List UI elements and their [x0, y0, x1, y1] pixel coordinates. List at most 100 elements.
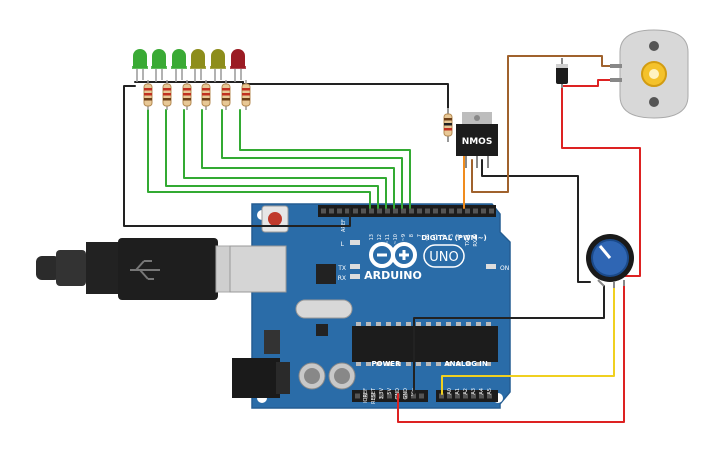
voltage-regulator	[264, 330, 280, 354]
wire-gnd-leds	[123, 85, 351, 227]
wire-nmos-source	[481, 159, 591, 283]
header-pin-hole[interactable]	[447, 393, 452, 399]
header-pin-hole[interactable]	[371, 393, 376, 399]
header-pin-hole[interactable]	[363, 393, 368, 399]
header-pin-hole[interactable]	[441, 208, 446, 214]
pin-label: 2	[457, 234, 463, 237]
chip-pin	[396, 322, 401, 326]
resistor	[221, 80, 231, 110]
resistor	[241, 80, 251, 110]
chip-pin	[436, 362, 441, 366]
chip-pin	[456, 362, 461, 366]
header-pin-hole[interactable]	[403, 393, 408, 399]
header-pin-hole[interactable]	[455, 393, 460, 399]
nmos-transistor	[456, 112, 498, 168]
header-pin-hole[interactable]	[425, 208, 430, 214]
chip-pin	[356, 362, 361, 366]
pin-label: RESET	[371, 387, 377, 404]
header-pin-hole[interactable]	[457, 208, 462, 214]
header-pin-hole[interactable]	[345, 208, 350, 214]
header-pin-hole[interactable]	[393, 208, 398, 214]
rx-label: RX	[338, 275, 346, 282]
wire-analog	[441, 287, 615, 395]
pin-label: 4	[441, 234, 447, 237]
pin-label: A0	[447, 388, 453, 395]
potentiometer[interactable]	[586, 234, 634, 288]
header-pin-hole[interactable]	[411, 393, 416, 399]
pin-label: TX▸1	[465, 234, 471, 247]
header-pin-hole[interactable]	[369, 208, 374, 214]
resistor	[201, 80, 211, 110]
chip-pin	[356, 322, 361, 326]
led	[171, 49, 187, 82]
pin-label: A4	[479, 388, 485, 395]
header-pin-hole[interactable]	[355, 393, 360, 399]
header-pin-hole[interactable]	[449, 208, 454, 214]
header-pin-hole[interactable]	[353, 208, 358, 214]
pin-label: ~5	[433, 234, 439, 241]
pin-label: A1	[455, 388, 461, 395]
on-label: ON	[500, 265, 509, 272]
pin-label: IOREF	[363, 388, 369, 403]
header-pin-hole[interactable]	[337, 208, 342, 214]
l-label: L	[341, 241, 345, 248]
header-pin-hole[interactable]	[385, 208, 390, 214]
led	[190, 49, 206, 82]
chip-pin	[386, 362, 391, 366]
pin-label: 13	[369, 234, 375, 240]
header-pin-hole[interactable]	[473, 208, 478, 214]
led	[151, 49, 167, 82]
chip-pin	[366, 362, 371, 366]
chip-pin	[426, 322, 431, 326]
dc-motor	[610, 29, 689, 119]
chip-pin	[376, 362, 381, 366]
header-pin-hole[interactable]	[401, 208, 406, 214]
chip-pin	[446, 322, 451, 326]
pin-label: 3.3V	[379, 387, 385, 399]
header-pin-hole[interactable]	[329, 208, 334, 214]
header-pin-hole[interactable]	[361, 208, 366, 214]
wire-led-2	[165, 109, 379, 209]
wire-led-6	[239, 109, 411, 209]
header-pin-hole[interactable]	[377, 208, 382, 214]
wire-motor-brown	[471, 55, 611, 193]
chip-pin	[466, 362, 471, 366]
analog-label: ANALOG IN	[444, 360, 488, 368]
header-pin-hole[interactable]	[471, 393, 476, 399]
header-pin-hole[interactable]	[379, 393, 384, 399]
header-pin-hole[interactable]	[487, 393, 492, 399]
header-pin-hole[interactable]	[433, 208, 438, 214]
pin-label: 12	[377, 234, 383, 240]
wire-power-5v	[397, 285, 625, 423]
header-pin-hole[interactable]	[489, 208, 494, 214]
header-pin-hole[interactable]	[479, 393, 484, 399]
wire-gnd-nmos	[242, 81, 449, 116]
tx-label: TX	[337, 265, 346, 272]
header-pin-hole[interactable]	[481, 208, 486, 214]
wire-led-5	[221, 109, 403, 209]
header-pin-hole[interactable]	[439, 393, 444, 399]
header-pin-hole[interactable]	[409, 208, 414, 214]
header-pin-hole[interactable]	[321, 208, 326, 214]
chip-pin	[406, 322, 411, 326]
status-leds	[350, 240, 496, 279]
chip-pin	[406, 362, 411, 366]
reset-button[interactable]	[261, 205, 289, 233]
header-pin-hole[interactable]	[465, 208, 470, 214]
atmega-chip	[352, 322, 498, 366]
pin-label: A5	[487, 388, 493, 395]
header-pin-hole[interactable]	[387, 393, 392, 399]
header-pin-hole[interactable]	[419, 393, 424, 399]
header-pin-hole[interactable]	[417, 208, 422, 214]
chip-pin	[376, 322, 381, 326]
gate-resistor	[443, 108, 453, 142]
led	[132, 49, 148, 82]
flyback-diode	[556, 58, 568, 88]
pin-label: 7	[417, 234, 423, 237]
header-pin-hole[interactable]	[463, 393, 468, 399]
dc-power-jack	[232, 358, 290, 398]
led	[230, 49, 246, 82]
resistor	[143, 80, 153, 110]
